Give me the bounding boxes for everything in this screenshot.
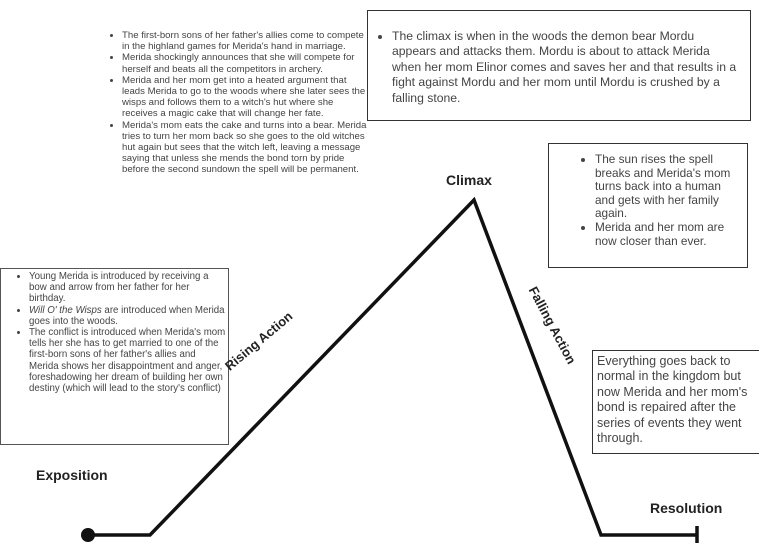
exposition-label: Exposition <box>36 467 108 483</box>
climax-box: The climax is when in the woods the demo… <box>367 10 751 121</box>
italic-term: Will O' the Wisps <box>29 304 102 316</box>
exposition-box: Young Merida is introduced by receiving … <box>0 268 229 445</box>
climax-label: Climax <box>446 172 492 188</box>
falling-action-box: The sun rises the spell breaks and Merid… <box>548 143 748 268</box>
list-item: The conflict is introduced when Merida's… <box>29 327 226 394</box>
list-item: Merida's mom eats the cake and turns int… <box>122 120 370 176</box>
rising-action-box: The first-born sons of her father's alli… <box>84 28 374 258</box>
start-dot <box>81 528 95 542</box>
list-item-text: are introduced when Merida goes into the… <box>29 304 225 327</box>
list-item: Will O' the Wisps are introduced when Me… <box>29 305 226 327</box>
list-item: The climax is when in the woods the demo… <box>392 29 738 106</box>
list-item: Merida shockingly announces that she wil… <box>122 52 370 74</box>
list-item: Merida and her mom get into a heated arg… <box>122 75 370 120</box>
resolution-text: Everything goes back to normal in the ki… <box>597 354 748 446</box>
list-item: The first-born sons of her father's alli… <box>122 30 370 52</box>
plot-line <box>88 196 697 537</box>
resolution-label: Resolution <box>650 500 723 516</box>
list-item: The sun rises the spell breaks and Merid… <box>595 152 739 221</box>
list-item: Young Merida is introduced by receiving … <box>29 271 226 305</box>
resolution-box: Everything goes back to normal in the ki… <box>592 350 759 454</box>
list-item: Merida and her mom are now closer than e… <box>595 220 739 248</box>
